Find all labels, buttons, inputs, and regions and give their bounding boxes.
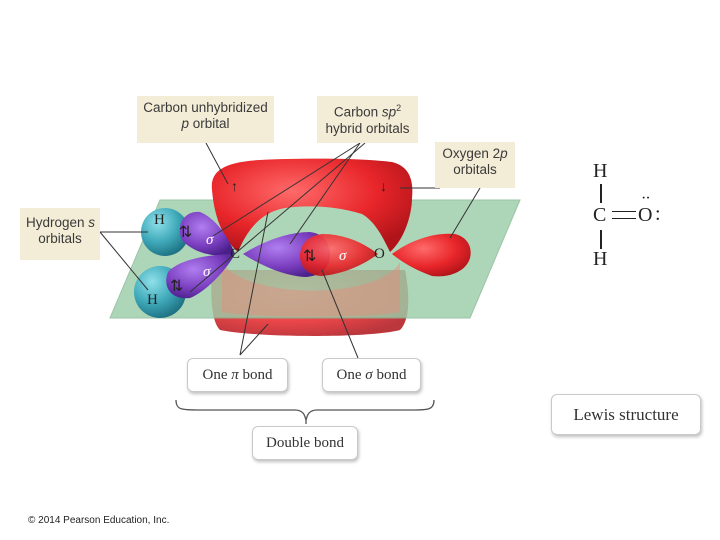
double-bond-brace	[175, 399, 435, 422]
electron-pair-co: ⇅	[303, 248, 317, 265]
lewis-bond-ch-top	[600, 184, 602, 203]
lewis-double-bond	[612, 211, 636, 219]
callout-carbon-sp2: Carbon sp2 hybrid orbitals	[317, 96, 418, 143]
oxygen-p-lobe-bond	[300, 234, 378, 276]
atom-oxygen: O	[374, 246, 385, 262]
electron-pair-ch-bottom: ⇅	[170, 278, 184, 295]
sigma-label-co: σ	[339, 248, 347, 264]
pi-lobe-top	[211, 158, 413, 252]
callout-oxygen-2p: Oxygen 2p orbitals	[435, 142, 515, 188]
leader-lines	[99, 142, 481, 359]
lewis-oxygen: O	[638, 204, 653, 226]
hydrogen-s-orbital-top	[141, 208, 189, 256]
electron-pair-ch-top: ⇅	[179, 224, 193, 241]
electron-pi-up: ↑	[231, 180, 238, 195]
sigma-bond-label: One σ bond	[322, 358, 421, 392]
sigma-label-ch-bottom: σ	[203, 264, 211, 280]
callout-hydrogen-s: Hydrogen s orbitals	[20, 208, 100, 260]
sp2-lobe-ch-top	[179, 211, 235, 256]
lewis-bond-ch-bottom	[600, 230, 602, 249]
callout-carbon-unhybridized-p: Carbon unhybridized p orbital	[137, 96, 274, 143]
sp2-lobe-ch-bottom	[166, 254, 235, 299]
sigma-label-ch-top: σ	[206, 232, 214, 248]
oxygen-p-lobe-outer	[392, 233, 471, 277]
lewis-oxygen-top-dots: ··	[641, 190, 651, 207]
pi-bond-label: One π bond	[187, 358, 288, 392]
atom-carbon: C	[230, 246, 241, 262]
double-bond-label: Double bond	[252, 426, 358, 460]
copyright-notice: © 2014 Pearson Education, Inc.	[28, 515, 170, 526]
lewis-carbon: C	[593, 204, 607, 226]
atom-h-bottom: H	[147, 292, 158, 308]
atom-h-top: H	[154, 212, 165, 228]
lewis-h-bottom: H	[593, 248, 608, 270]
lewis-h-top: H	[593, 160, 608, 182]
lewis-oxygen-lone-pair: :	[655, 203, 661, 225]
lewis-structure-label: Lewis structure	[551, 394, 701, 435]
electron-pi-down: ↓	[380, 180, 387, 195]
